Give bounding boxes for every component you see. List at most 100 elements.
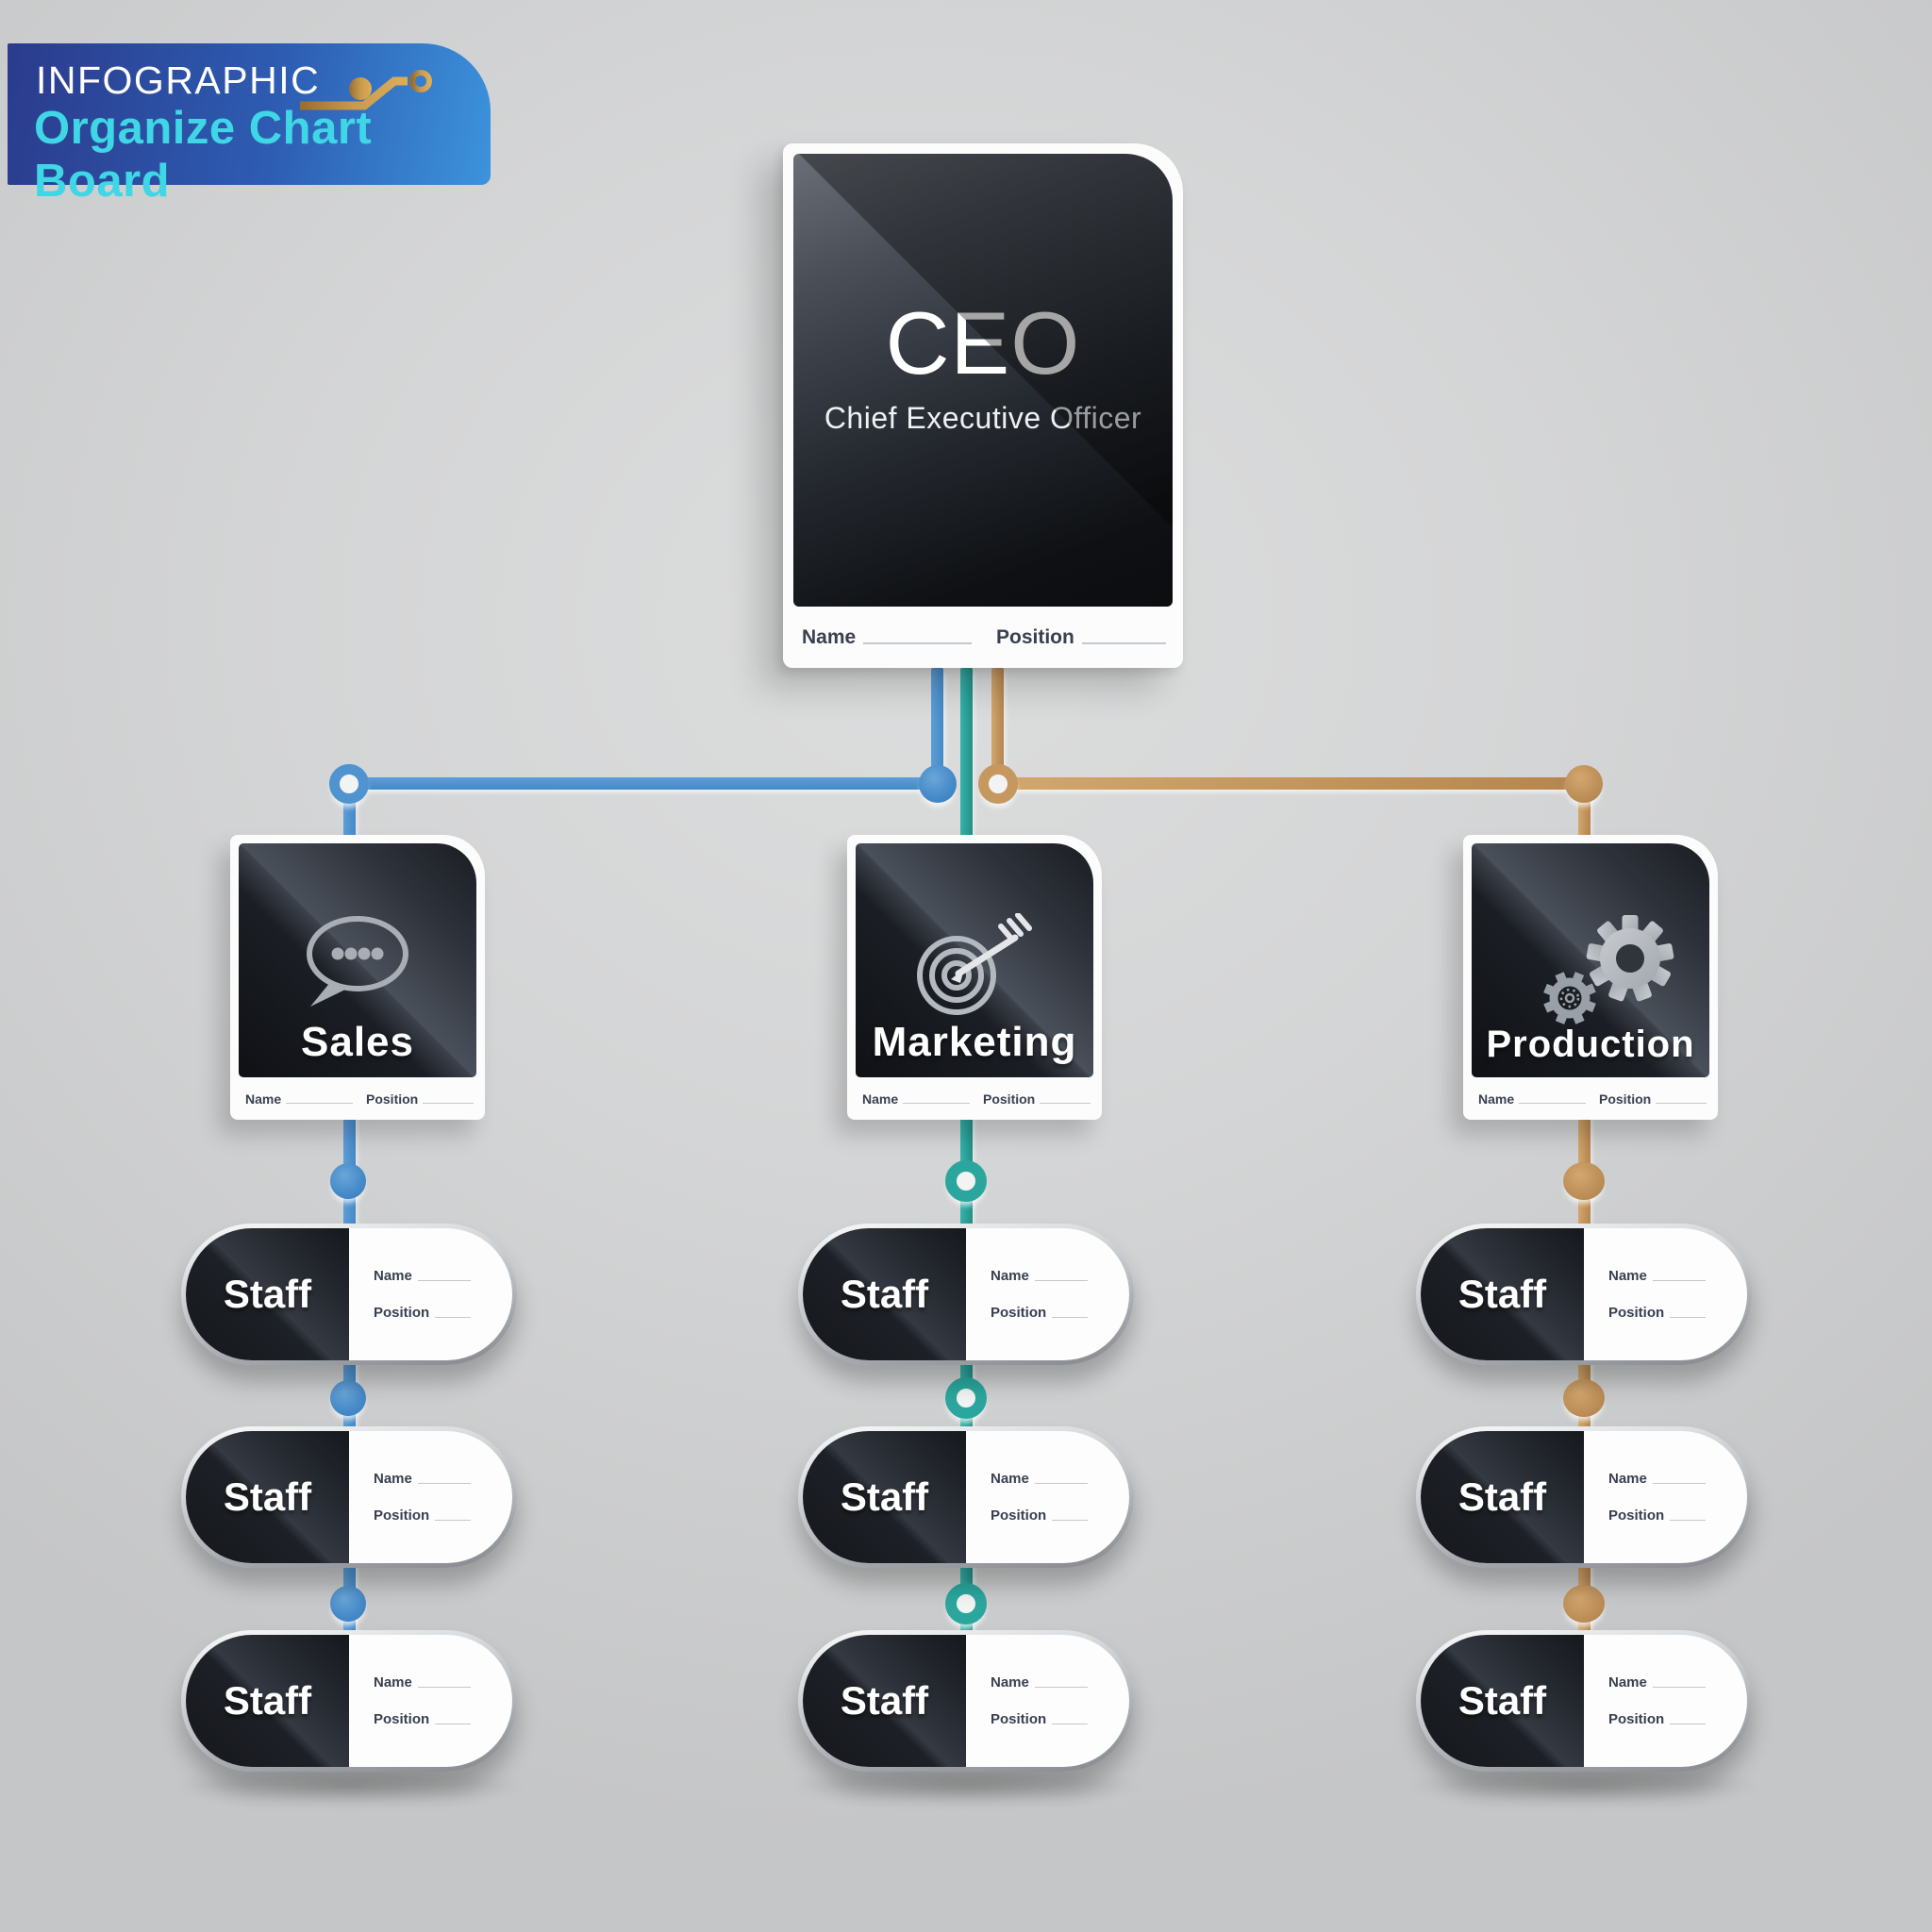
- sales-node-circle: [330, 1163, 366, 1199]
- position-blank-line: [1670, 1520, 1706, 1521]
- position-blank-line: [1052, 1317, 1088, 1318]
- sales-card-panel: Sales: [239, 843, 476, 1077]
- staff-label: Staff: [223, 1272, 312, 1316]
- position-label: Position: [374, 1711, 430, 1727]
- staff-pill-sales-3: Staff Name Position: [181, 1630, 517, 1772]
- name-blank-line: [417, 1483, 471, 1484]
- position-label: Position: [1608, 1305, 1665, 1321]
- staff-pill-production-3: Staff Name Position: [1416, 1630, 1752, 1772]
- staff-pill-production-1: Staff Name Position: [1416, 1224, 1752, 1365]
- position-label: Position: [996, 626, 1074, 648]
- position-label: Position: [991, 1711, 1047, 1727]
- gears-icon: [1543, 915, 1674, 1024]
- connector-sales-neck: [343, 794, 356, 843]
- connector-production-horizontal: [998, 777, 1584, 790]
- position-blank-line: [435, 1317, 471, 1318]
- position-label: Position: [366, 1091, 419, 1107]
- connector-production-neck: [1578, 794, 1591, 843]
- name-blank-line: [903, 1103, 970, 1104]
- production-node-circle: [1563, 1162, 1605, 1200]
- name-blank-line: [417, 1280, 471, 1281]
- production-node-circle: [1563, 1379, 1605, 1417]
- production-node-circle: [1563, 1585, 1605, 1623]
- sales-name-position-row: Name Position: [245, 1092, 474, 1106]
- staff-label: Staff: [1457, 1474, 1547, 1519]
- junction-ring-gold: [978, 764, 1018, 804]
- connector-sales-horizontal: [349, 777, 938, 790]
- name-label: Name: [1478, 1091, 1515, 1107]
- position-blank-line: [1656, 1103, 1707, 1104]
- branch-card-sales: Sales Name Position: [230, 835, 485, 1120]
- name-label: Name: [991, 1674, 1029, 1690]
- name-label: Name: [862, 1091, 899, 1107]
- chat-bubble-icon: [307, 915, 408, 1007]
- staff-label: Staff: [223, 1678, 312, 1723]
- staff-pill-production-2: Staff Name Position: [1416, 1426, 1752, 1568]
- staff-label: Staff: [1457, 1272, 1547, 1316]
- name-label: Name: [1608, 1674, 1647, 1690]
- staff-label: Staff: [1457, 1678, 1547, 1723]
- connector-ceo-production-drop: [991, 668, 1004, 791]
- name-blank-line: [1034, 1483, 1088, 1484]
- junction-dot-blue: [919, 765, 957, 803]
- circuit-decoration-icon: [300, 70, 432, 110]
- position-label: Position: [991, 1305, 1047, 1321]
- ceo-name-position-row: Name Position: [802, 627, 1166, 647]
- position-label: Position: [1608, 1711, 1665, 1727]
- production-name-position-row: Name Position: [1478, 1092, 1707, 1106]
- ceo-subtitle: Chief Executive Officer: [824, 400, 1142, 435]
- name-blank-line: [1519, 1103, 1586, 1104]
- name-label: Name: [991, 1471, 1029, 1487]
- name-label: Name: [991, 1268, 1029, 1284]
- marketing-node-ring: [945, 1160, 987, 1202]
- branch-card-production: Production Name Position: [1463, 835, 1718, 1120]
- connector-ceo-sales-drop: [931, 668, 943, 791]
- staff-label: Staff: [223, 1474, 312, 1519]
- name-label: Name: [802, 626, 857, 648]
- position-blank-line: [1040, 1103, 1091, 1104]
- staff-pill-sales-2: Staff Name Position: [181, 1426, 517, 1568]
- staff-pill-marketing-3: Staff Name Position: [798, 1630, 1134, 1772]
- staff-label: Staff: [840, 1474, 929, 1519]
- sales-node-circle: [330, 1586, 366, 1622]
- position-label: Position: [983, 1091, 1036, 1107]
- staff-pill-sales-1: Staff Name Position: [181, 1224, 517, 1365]
- ground-shadow: [787, 1766, 1145, 1806]
- name-label: Name: [1608, 1471, 1647, 1487]
- staff-label: Staff: [840, 1678, 929, 1723]
- name-blank-line: [417, 1687, 471, 1688]
- name-label: Name: [374, 1268, 412, 1284]
- position-label: Position: [374, 1507, 430, 1524]
- production-card-panel: Production: [1472, 843, 1709, 1077]
- marketing-card-panel: Marketing: [856, 843, 1093, 1077]
- position-blank-line: [1670, 1317, 1706, 1318]
- position-label: Position: [1608, 1507, 1665, 1524]
- position-blank-line: [1052, 1520, 1088, 1521]
- staff-pill-marketing-1: Staff Name Position: [798, 1224, 1134, 1365]
- ceo-card-panel: CEO Chief Executive Officer: [793, 154, 1173, 607]
- connector-ceo-marketing-drop: [960, 668, 973, 847]
- staff-pill-marketing-2: Staff Name Position: [798, 1426, 1134, 1568]
- name-blank-line: [286, 1103, 353, 1104]
- name-label: Name: [374, 1674, 412, 1690]
- name-blank-line: [1652, 1483, 1706, 1484]
- position-blank-line: [423, 1103, 474, 1104]
- position-label: Position: [1599, 1091, 1652, 1107]
- ceo-title: CEO: [885, 292, 1081, 392]
- badge-title: INFOGRAPHIC: [36, 58, 321, 102]
- name-blank-line: [1034, 1687, 1088, 1688]
- header-badge: INFOGRAPHIC Organize Chart Board: [8, 43, 491, 207]
- branch-title: Marketing: [872, 1018, 1077, 1065]
- junction-dot-production: [1565, 765, 1603, 803]
- ground-shadow: [170, 1766, 528, 1806]
- branch-card-marketing: Marketing Name Position: [847, 835, 1102, 1120]
- position-label: Position: [991, 1507, 1047, 1524]
- junction-ring-sales: [329, 764, 369, 804]
- position-label: Position: [374, 1305, 430, 1321]
- name-label: Name: [245, 1091, 282, 1107]
- target-dart-icon: [917, 912, 1032, 1015]
- marketing-name-position-row: Name Position: [862, 1092, 1091, 1106]
- marketing-node-ring: [945, 1377, 987, 1419]
- name-label: Name: [1608, 1268, 1647, 1284]
